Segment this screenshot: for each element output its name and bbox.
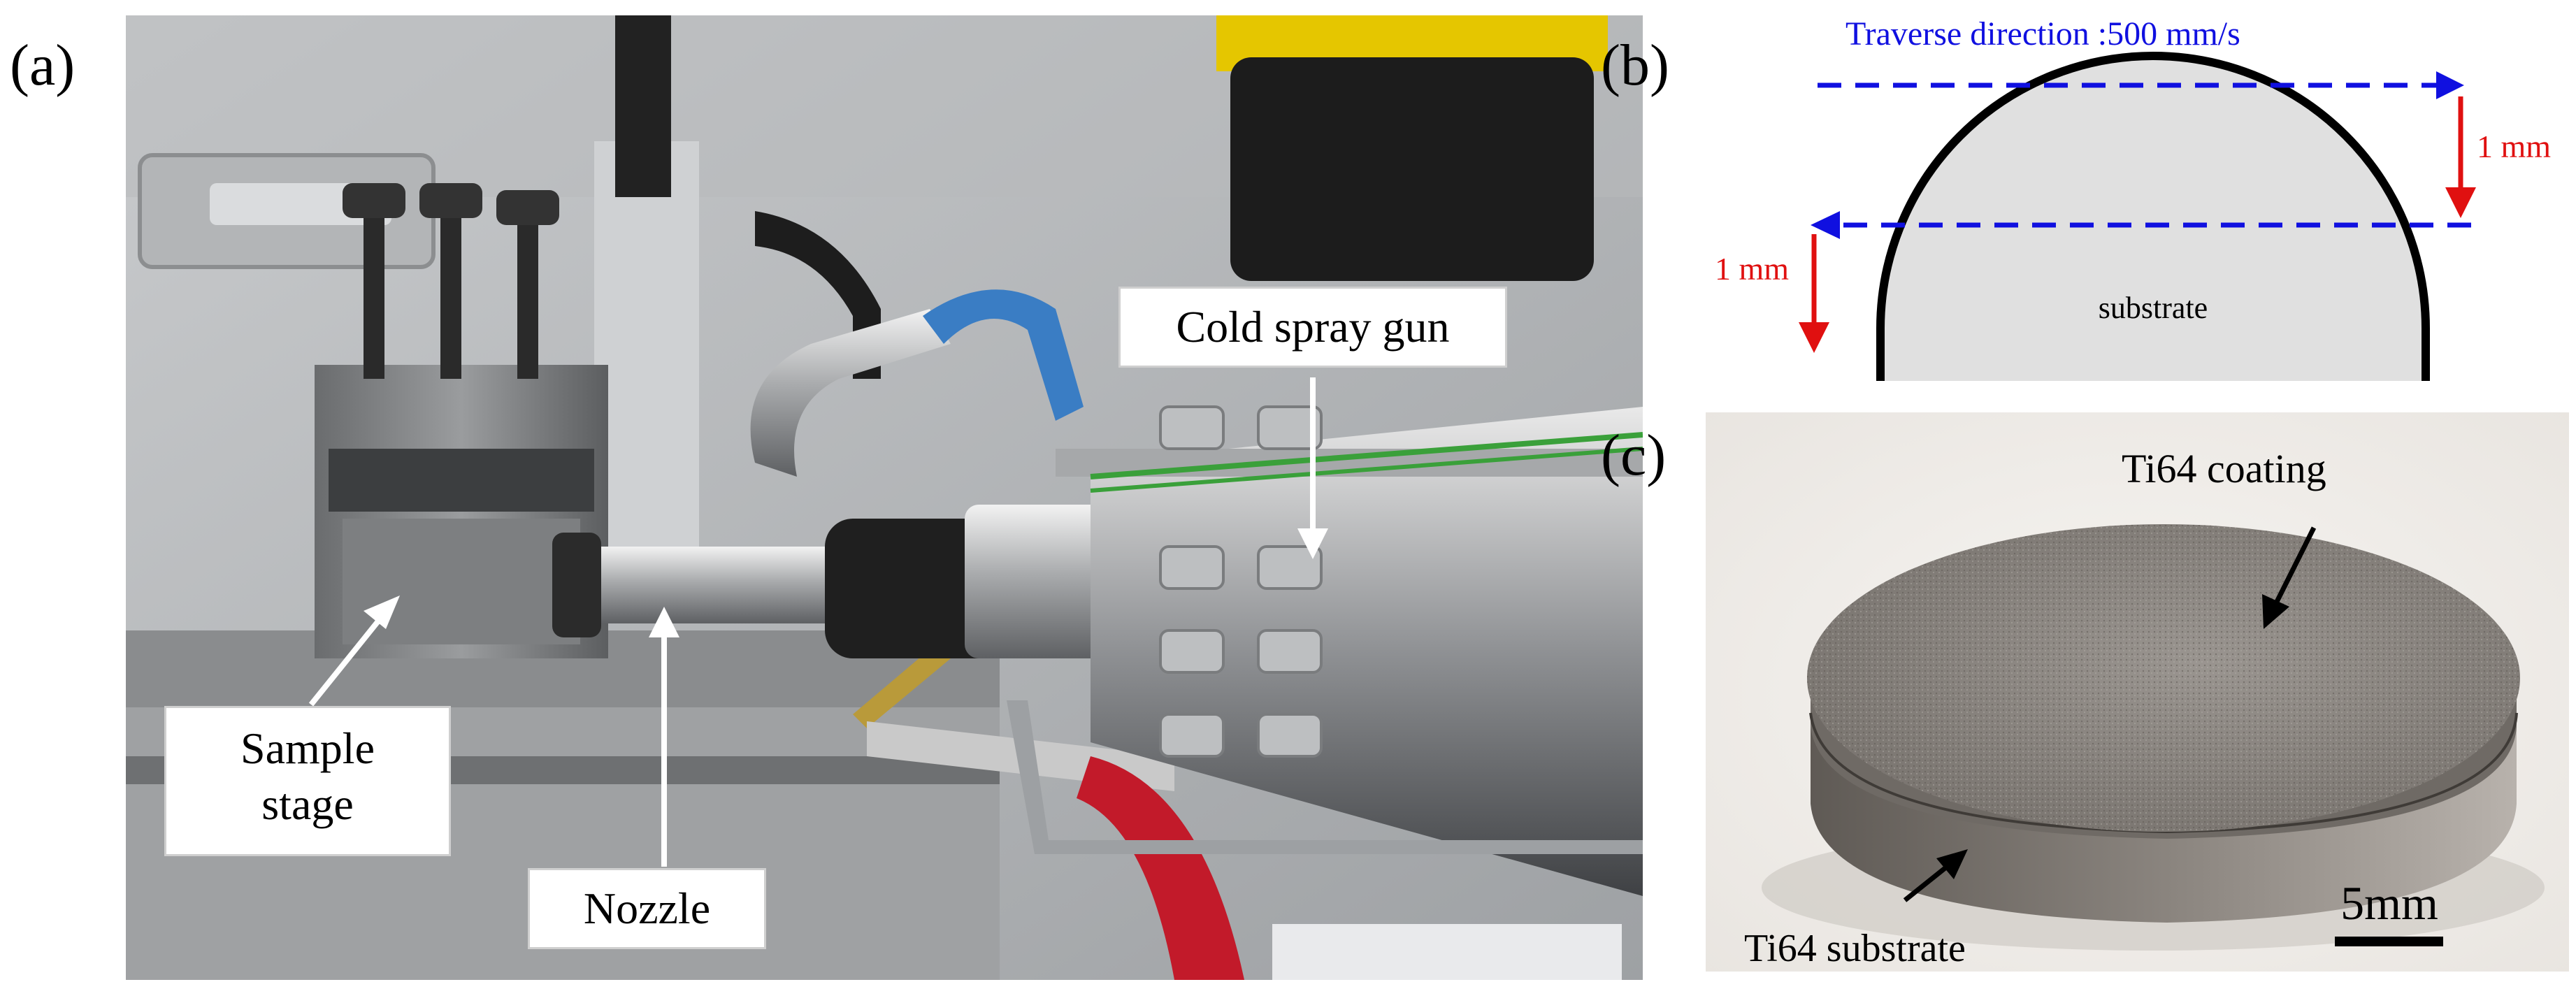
sample-stage-callout: Sample stage [164,706,451,856]
nozzle-label: Nozzle [583,883,711,933]
cold-spray-gun-callout: Cold spray gun [1118,287,1507,368]
cold-spray-setup-illustration [126,15,1643,980]
step-right-arrowhead [2445,187,2476,218]
step-left-arrowhead [1799,322,1829,353]
spray-path-diagram: Traverse direction :500 mm/s 1 mm 1 mm s… [1715,15,2551,381]
sample-stage-label-line1: Sample [240,723,375,773]
panel-a-letter: (a) [10,33,75,98]
traverse-forward-arrowhead [2436,71,2464,99]
traverse-return-arrowhead [1811,211,1840,239]
ti64-sample-photo [1706,412,2569,972]
substrate-label: substrate [2099,291,2208,325]
cold-spray-setup-photo [126,15,1643,980]
panel-b-letter: (b) [1601,33,1669,98]
nozzle-callout: Nozzle [528,868,766,949]
step-right-label: 1 mm [2477,129,2551,164]
sample-stage-label-line2: stage [261,779,354,829]
substrate-outline [1876,52,2430,381]
cold-spray-gun-label: Cold spray gun [1176,302,1450,352]
panel-c-letter: (c) [1601,423,1667,488]
traverse-label: Traverse direction :500 mm/s [1845,15,2240,52]
step-left-label: 1 mm [1715,251,1789,287]
ti64-sample-illustration [1706,412,2569,972]
substrate-shape [1880,56,2426,381]
